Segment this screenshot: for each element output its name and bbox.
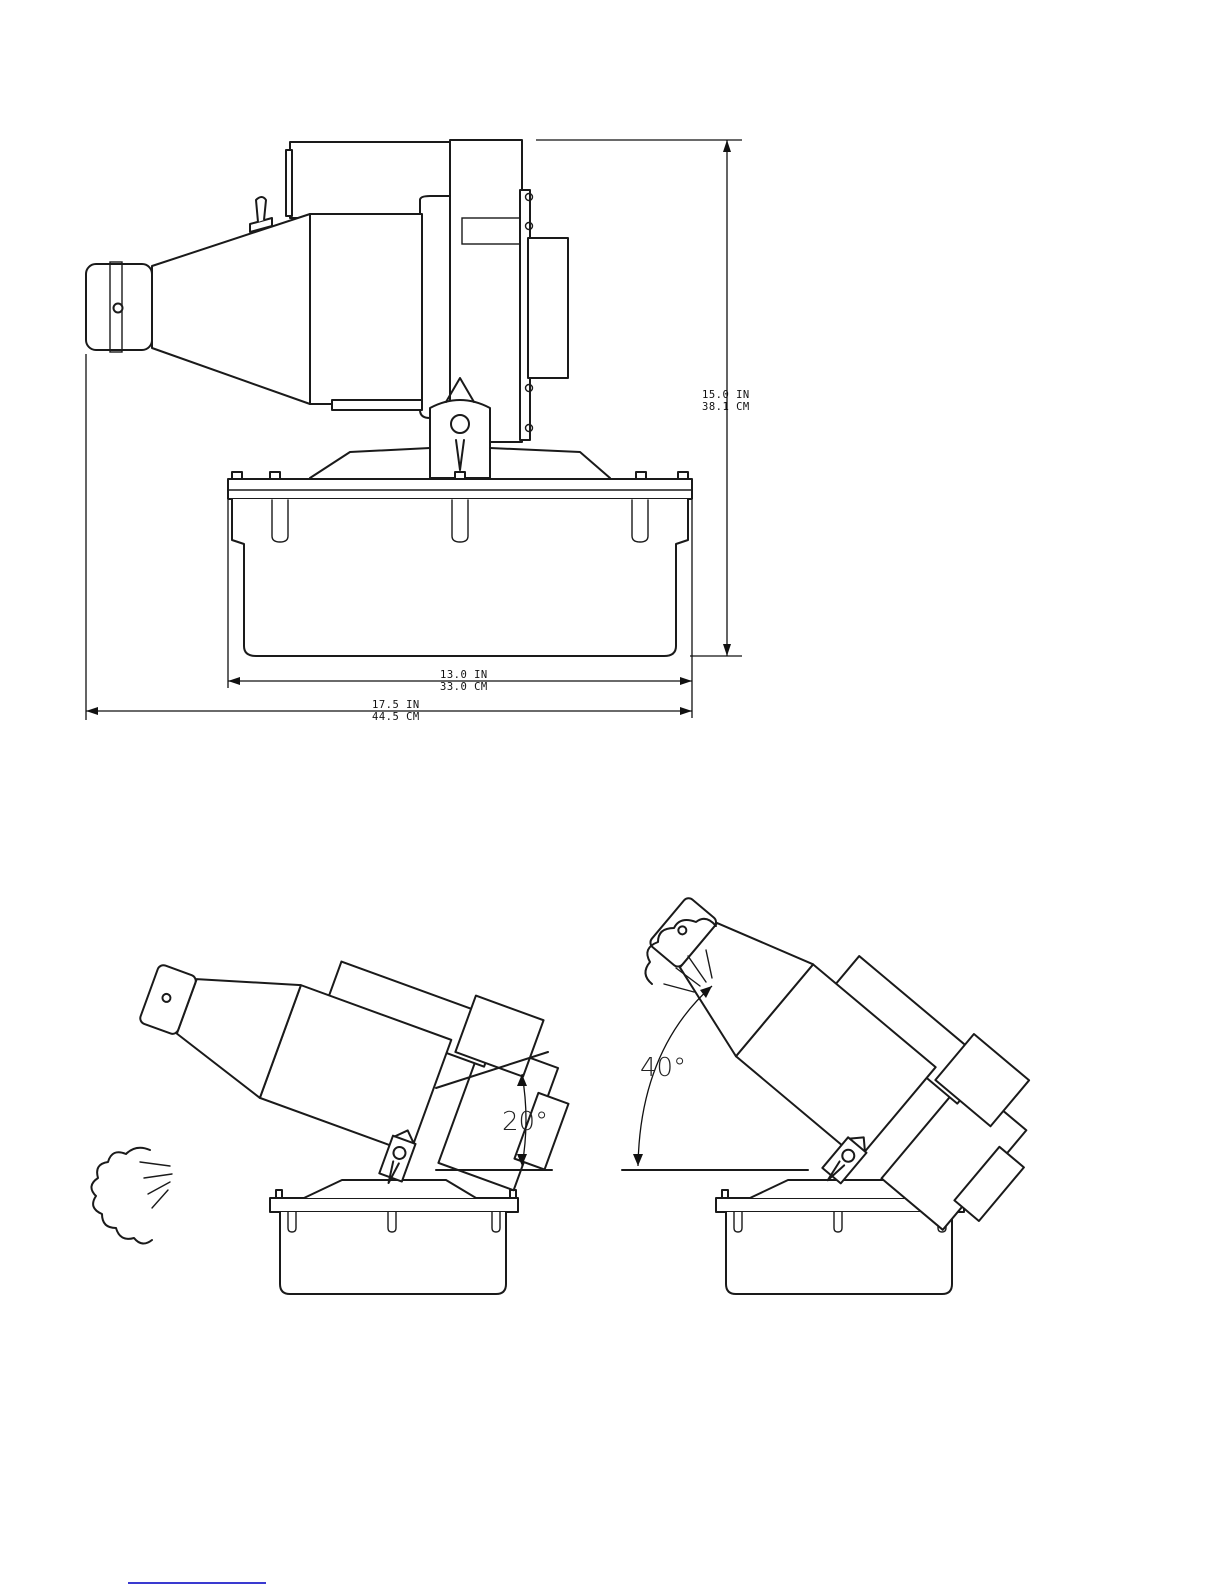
side-elevation-view: 15.0 IN 38.1 CM 13.0 IN 33.0 CM 17.5 IN …: [86, 140, 750, 723]
overall-length-dimension-in: 17.5 IN: [372, 699, 420, 711]
footer-link-underline: [128, 1582, 266, 1584]
base-width-dimension-in: 13.0 IN: [440, 669, 488, 681]
angle-label-20: 20°: [502, 1107, 548, 1137]
angle-label-40: 40°: [640, 1053, 686, 1083]
height-dimension-cm: 38.1 CM: [702, 401, 750, 413]
tilt-40-view: 40°: [606, 836, 1069, 1294]
base-width-dimension-cm: 33.0 CM: [440, 681, 488, 693]
height-dimension-in: 15.0 IN: [702, 389, 750, 401]
overall-length-dimension-cm: 44.5 CM: [372, 711, 420, 723]
tilt-20-view: 20°: [91, 890, 592, 1294]
